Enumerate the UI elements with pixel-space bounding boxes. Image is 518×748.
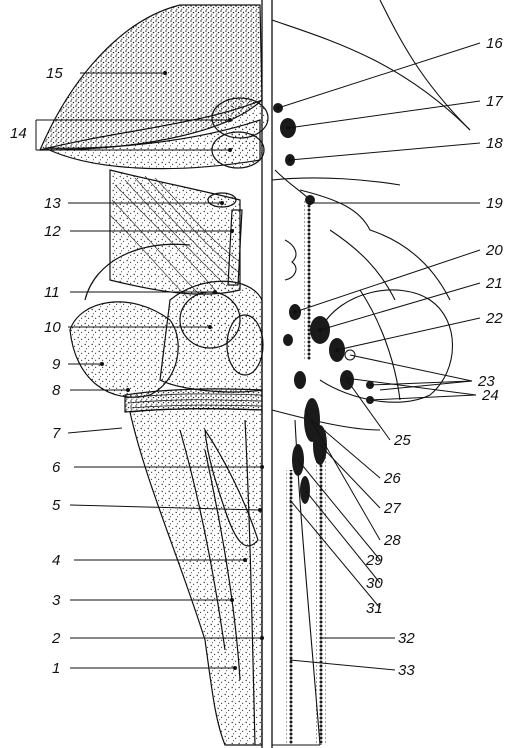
right-half-nuclei xyxy=(273,103,374,745)
label-31: 31 xyxy=(366,600,383,617)
label-10: 10 xyxy=(44,319,61,336)
label-9: 9 xyxy=(52,356,61,373)
label-2: 2 xyxy=(51,630,61,647)
label-17: 17 xyxy=(486,93,503,110)
medulla-left xyxy=(130,409,262,745)
label-33: 33 xyxy=(398,662,415,679)
label-26: 26 xyxy=(383,470,401,487)
label-30: 30 xyxy=(366,575,383,592)
nucleus-column-main xyxy=(304,200,312,360)
nucleus-column-lateral xyxy=(316,430,326,745)
label-32: 32 xyxy=(398,630,415,647)
label-24: 24 xyxy=(481,387,499,404)
label-13: 13 xyxy=(44,195,61,212)
label-4: 4 xyxy=(52,552,60,569)
label-20: 20 xyxy=(485,242,503,259)
labels-left: 15 14 13 12 11 10 9 8 7 6 5 4 3 2 1 xyxy=(10,65,63,677)
label-7: 7 xyxy=(52,425,61,442)
region-9 xyxy=(70,302,178,397)
label-1: 1 xyxy=(52,660,60,677)
label-27: 27 xyxy=(383,500,401,517)
label-22: 22 xyxy=(485,310,503,327)
peduncle-fibers xyxy=(110,170,240,294)
label-14: 14 xyxy=(10,125,27,142)
label-8: 8 xyxy=(52,382,61,399)
label-12: 12 xyxy=(44,223,61,240)
label-16: 16 xyxy=(486,35,503,52)
nucleus-small-b xyxy=(294,371,306,389)
label-6: 6 xyxy=(52,459,61,476)
nucleus-small-a xyxy=(283,334,293,346)
pons-lobe-b xyxy=(227,315,263,375)
labels-right: 16 17 18 19 20 21 22 23 24 25 26 27 28 2… xyxy=(365,35,503,679)
label-19: 19 xyxy=(486,195,503,212)
label-15: 15 xyxy=(46,65,63,82)
label-29: 29 xyxy=(365,552,383,569)
label-28: 28 xyxy=(383,532,401,549)
label-11: 11 xyxy=(44,284,60,301)
label-25: 25 xyxy=(393,432,411,449)
nucleus-column-medial xyxy=(286,470,294,745)
label-5: 5 xyxy=(52,497,61,514)
label-18: 18 xyxy=(486,135,503,152)
label-3: 3 xyxy=(52,592,61,609)
left-half-surface xyxy=(40,5,268,745)
label-21: 21 xyxy=(485,275,503,292)
